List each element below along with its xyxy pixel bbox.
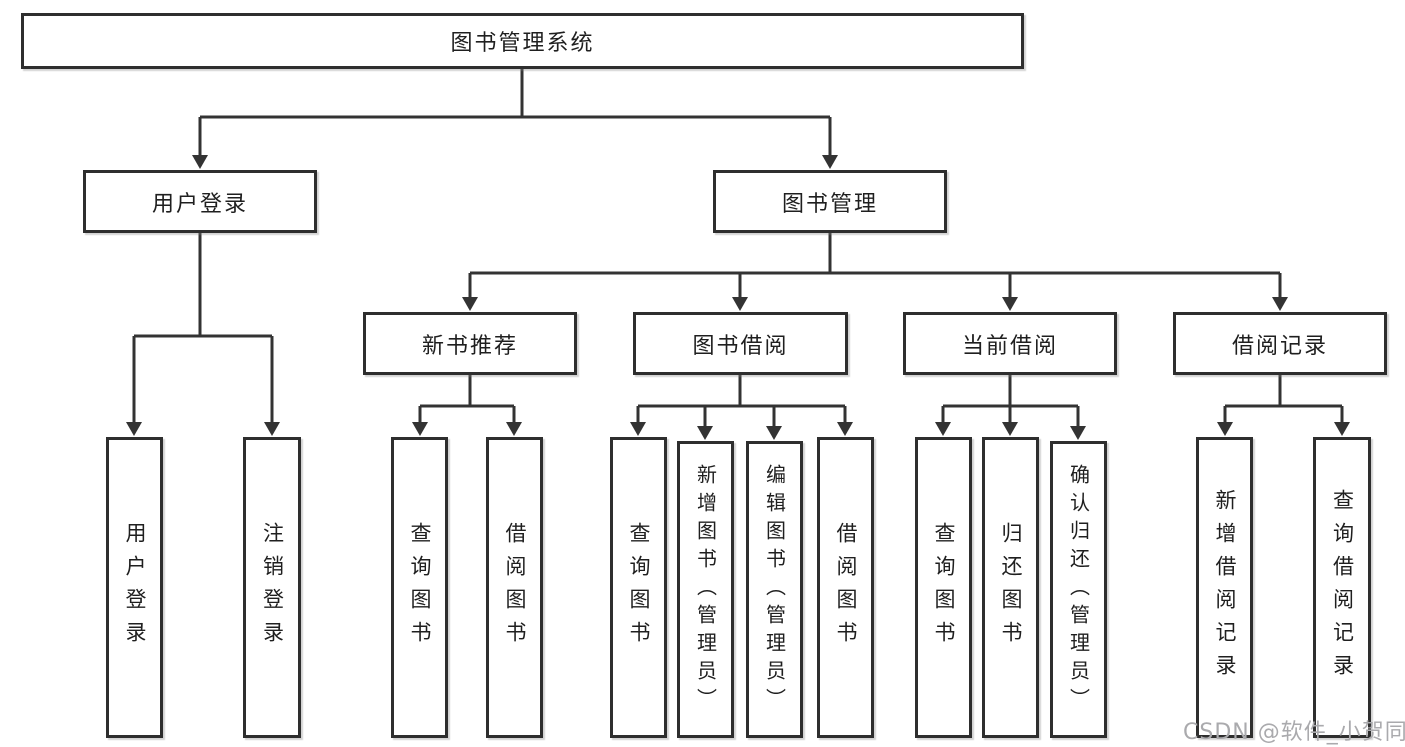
node-user-login-leaf: 用户登录	[106, 437, 163, 738]
node-label: 归还图书	[999, 521, 1023, 654]
node-borrow-books-leaf: 借阅图书	[817, 437, 874, 738]
node-label: 借阅图书	[834, 521, 858, 654]
node-label: 新增借阅记录	[1213, 488, 1237, 687]
node-label: 图书管理	[781, 191, 878, 217]
node-book-borrow: 图书借阅	[633, 312, 848, 375]
node-query-borrow-record: 查询借阅记录	[1313, 437, 1371, 738]
node-label: 图书借阅	[692, 333, 789, 359]
node-query-books-recommend: 查询图书	[391, 437, 448, 738]
arrowhead	[822, 155, 838, 169]
node-edit-book-admin: 编辑图书（管理员）	[746, 441, 803, 738]
node-current-borrow: 当前借阅	[903, 312, 1117, 375]
node-borrow-records: 借阅记录	[1173, 312, 1387, 375]
node-query-books-current: 查询图书	[915, 437, 972, 738]
node-label: 编辑图书（管理员）	[762, 463, 787, 716]
node-logout-leaf: 注销登录	[243, 437, 301, 738]
node-label: 确认归还（管理员）	[1066, 463, 1091, 716]
node-new-book-recommend: 新书推荐	[363, 312, 577, 375]
node-label: 用户登录	[123, 521, 147, 654]
node-confirm-return-admin: 确认归还（管理员）	[1050, 441, 1107, 738]
node-label: 当前借阅	[961, 333, 1058, 359]
node-return-books: 归还图书	[982, 437, 1039, 738]
node-borrow-books-recommend: 借阅图书	[486, 437, 543, 738]
node-label: 查询图书	[627, 521, 651, 654]
node-label: 借阅记录	[1231, 333, 1328, 359]
node-label: 用户登录	[151, 191, 248, 217]
node-label: 新书推荐	[421, 333, 518, 359]
node-label: 借阅图书	[503, 521, 527, 654]
arrowhead	[192, 155, 208, 169]
node-user-login-branch: 用户登录	[83, 170, 317, 233]
node-query-books-borrow: 查询图书	[610, 437, 667, 738]
node-add-book-admin: 新增图书（管理员）	[677, 441, 734, 738]
node-label: 新增图书（管理员）	[693, 463, 718, 716]
node-label: 图书管理系统	[450, 31, 595, 56]
node-book-management-branch: 图书管理	[713, 170, 947, 233]
node-label: 查询借阅记录	[1330, 488, 1355, 687]
node-library-system-root: 图书管理系统	[21, 13, 1024, 69]
node-label: 查询图书	[408, 521, 432, 654]
node-label: 注销登录	[260, 521, 285, 654]
csdn-watermark: CSDN @软件_小贺同学	[1183, 720, 1405, 745]
node-add-borrow-record: 新增借阅记录	[1196, 437, 1253, 738]
node-label: 查询图书	[932, 521, 956, 654]
